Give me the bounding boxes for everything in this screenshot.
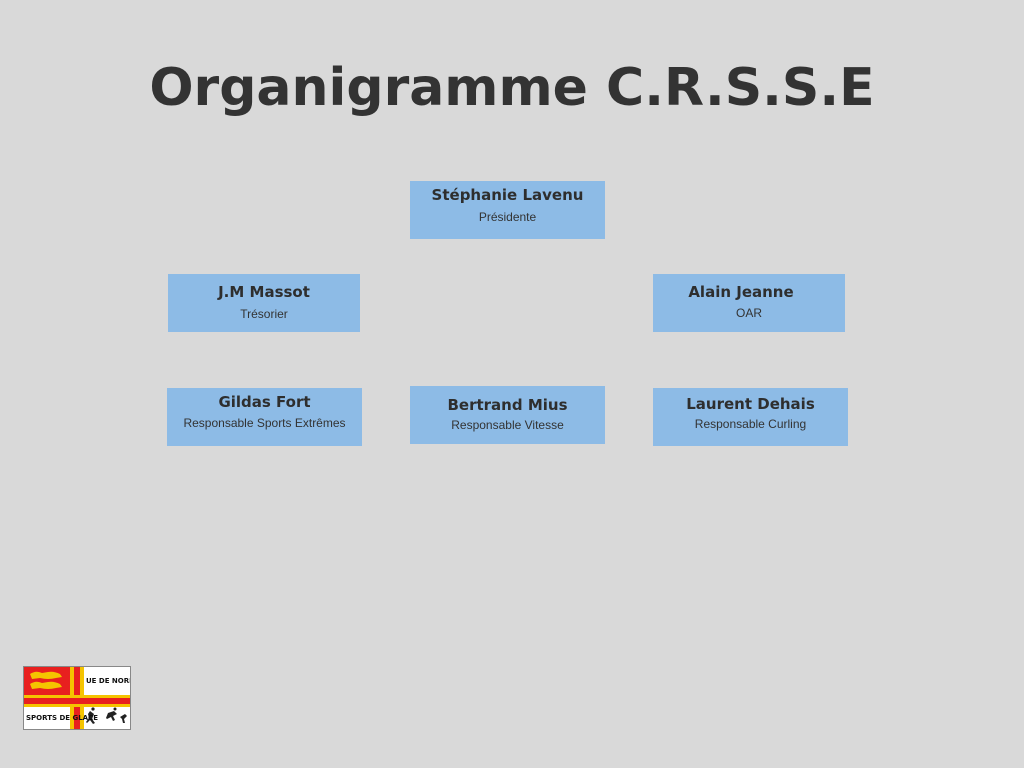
league-logo: UE DE NORMANDIE SPORTS DE GLACE	[23, 666, 131, 730]
member-name: Stéphanie Lavenu	[431, 186, 584, 204]
member-name: Laurent Dehais	[686, 395, 815, 413]
member-role: Responsable Vitesse	[451, 418, 564, 432]
member-role: Responsable Sports Extrêmes	[183, 416, 346, 430]
member-box-oar: Alain Jeanne OAR	[653, 274, 845, 332]
member-role: Présidente	[478, 210, 537, 224]
member-role: Trésorier	[240, 307, 288, 321]
normandy-flag-icon	[24, 667, 130, 729]
member-role: Responsable Curling	[694, 417, 807, 431]
member-box-speed: Bertrand Mius Responsable Vitesse	[410, 386, 605, 444]
member-box-extreme-sports: Gildas Fort Responsable Sports Extrêmes	[167, 388, 362, 446]
member-name: Bertrand Mius	[447, 396, 568, 414]
page-title: Organigramme C.R.S.S.E	[149, 58, 875, 118]
member-box-curling: Laurent Dehais Responsable Curling	[653, 388, 848, 446]
logo-top-text: UE DE NORMANDIE	[86, 677, 130, 685]
member-box-president: Stéphanie Lavenu Présidente	[410, 181, 605, 239]
member-box-treasurer: J.M Massot Trésorier	[168, 274, 360, 332]
member-name: J.M Massot	[218, 283, 310, 301]
member-role: OAR	[735, 306, 762, 320]
member-name: Gildas Fort	[218, 393, 311, 411]
member-name: Alain Jeanne	[688, 283, 794, 301]
logo-bottom-text: SPORTS DE GLACE	[26, 714, 99, 722]
